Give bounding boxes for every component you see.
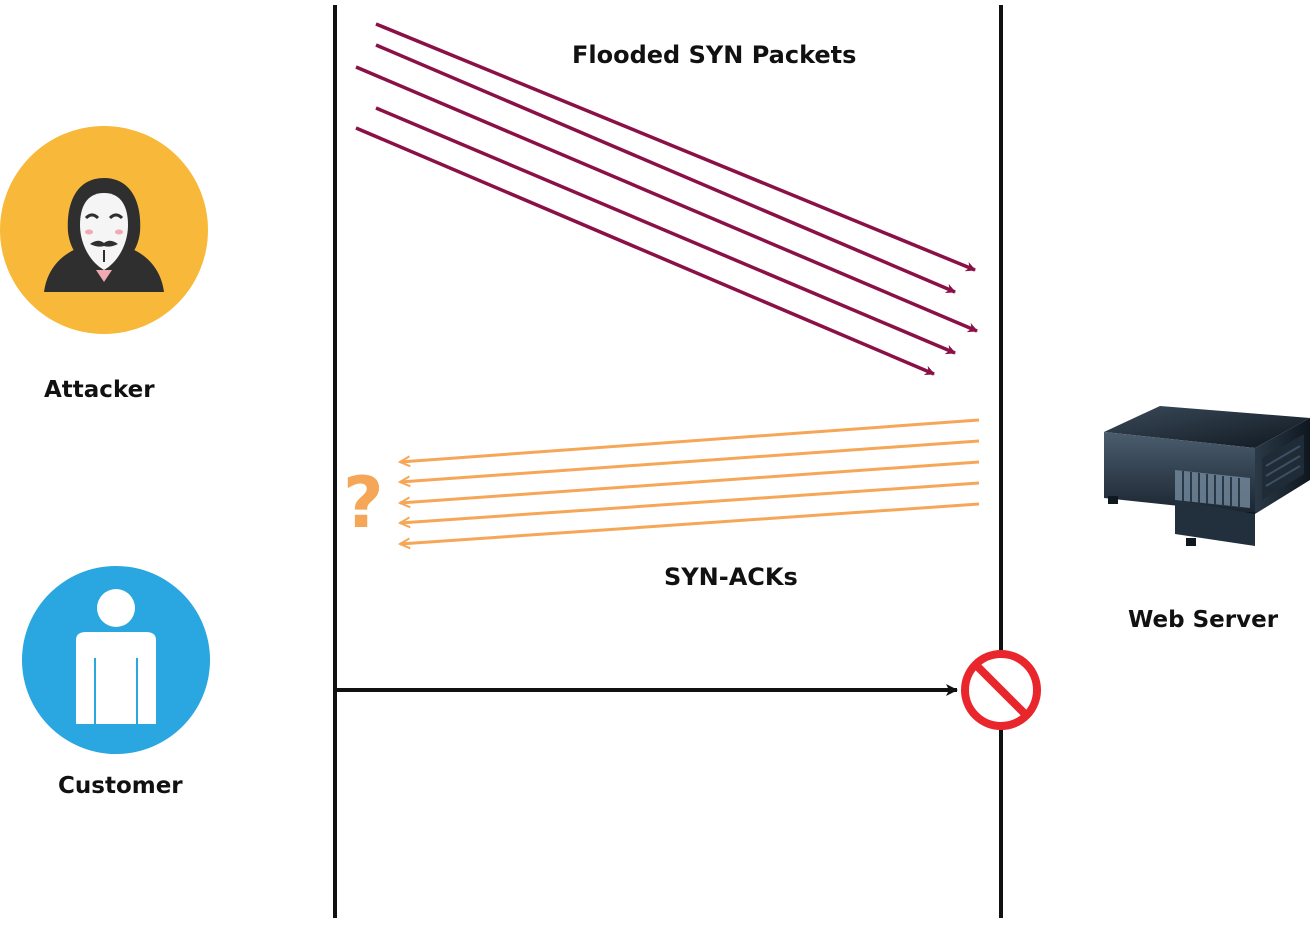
synack-arrow	[400, 439, 980, 482]
web-server-label: Web Server	[1128, 607, 1279, 633]
synack-arrows	[400, 418, 980, 544]
customer-label: Customer	[58, 773, 183, 799]
person-icon	[22, 566, 210, 754]
synacks-label: SYN-ACKs	[664, 563, 798, 591]
synack-arrow	[400, 502, 980, 544]
no-entry-sign-icon	[961, 650, 1041, 730]
syn-arrow	[375, 22, 976, 272]
synack-arrow	[400, 418, 980, 462]
synack-arrow	[400, 481, 980, 523]
rack-server-icon	[1104, 406, 1310, 546]
syn-arrow	[355, 126, 935, 376]
hooded-hacker-mask-icon	[0, 126, 208, 334]
syn-arrows	[355, 22, 978, 376]
synack-arrow	[400, 460, 980, 503]
question-mark: ?	[343, 462, 384, 544]
syn-arrow	[375, 43, 956, 294]
syn-arrow	[375, 106, 956, 355]
flooded-syn-label: Flooded SYN Packets	[572, 41, 856, 69]
attacker-label: Attacker	[44, 377, 155, 403]
syn-arrow	[355, 65, 978, 333]
